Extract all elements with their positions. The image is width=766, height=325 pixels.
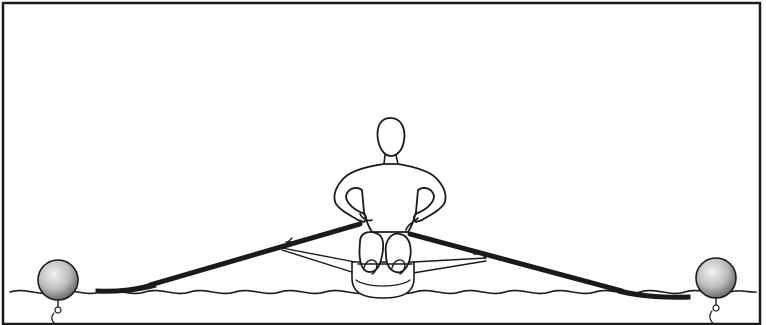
buoy-right-icon [695,257,737,325]
oar-right-icon [407,231,691,300]
rower-icon [333,117,447,275]
buoy-left-icon [37,259,79,325]
oar-left-icon [95,221,363,294]
